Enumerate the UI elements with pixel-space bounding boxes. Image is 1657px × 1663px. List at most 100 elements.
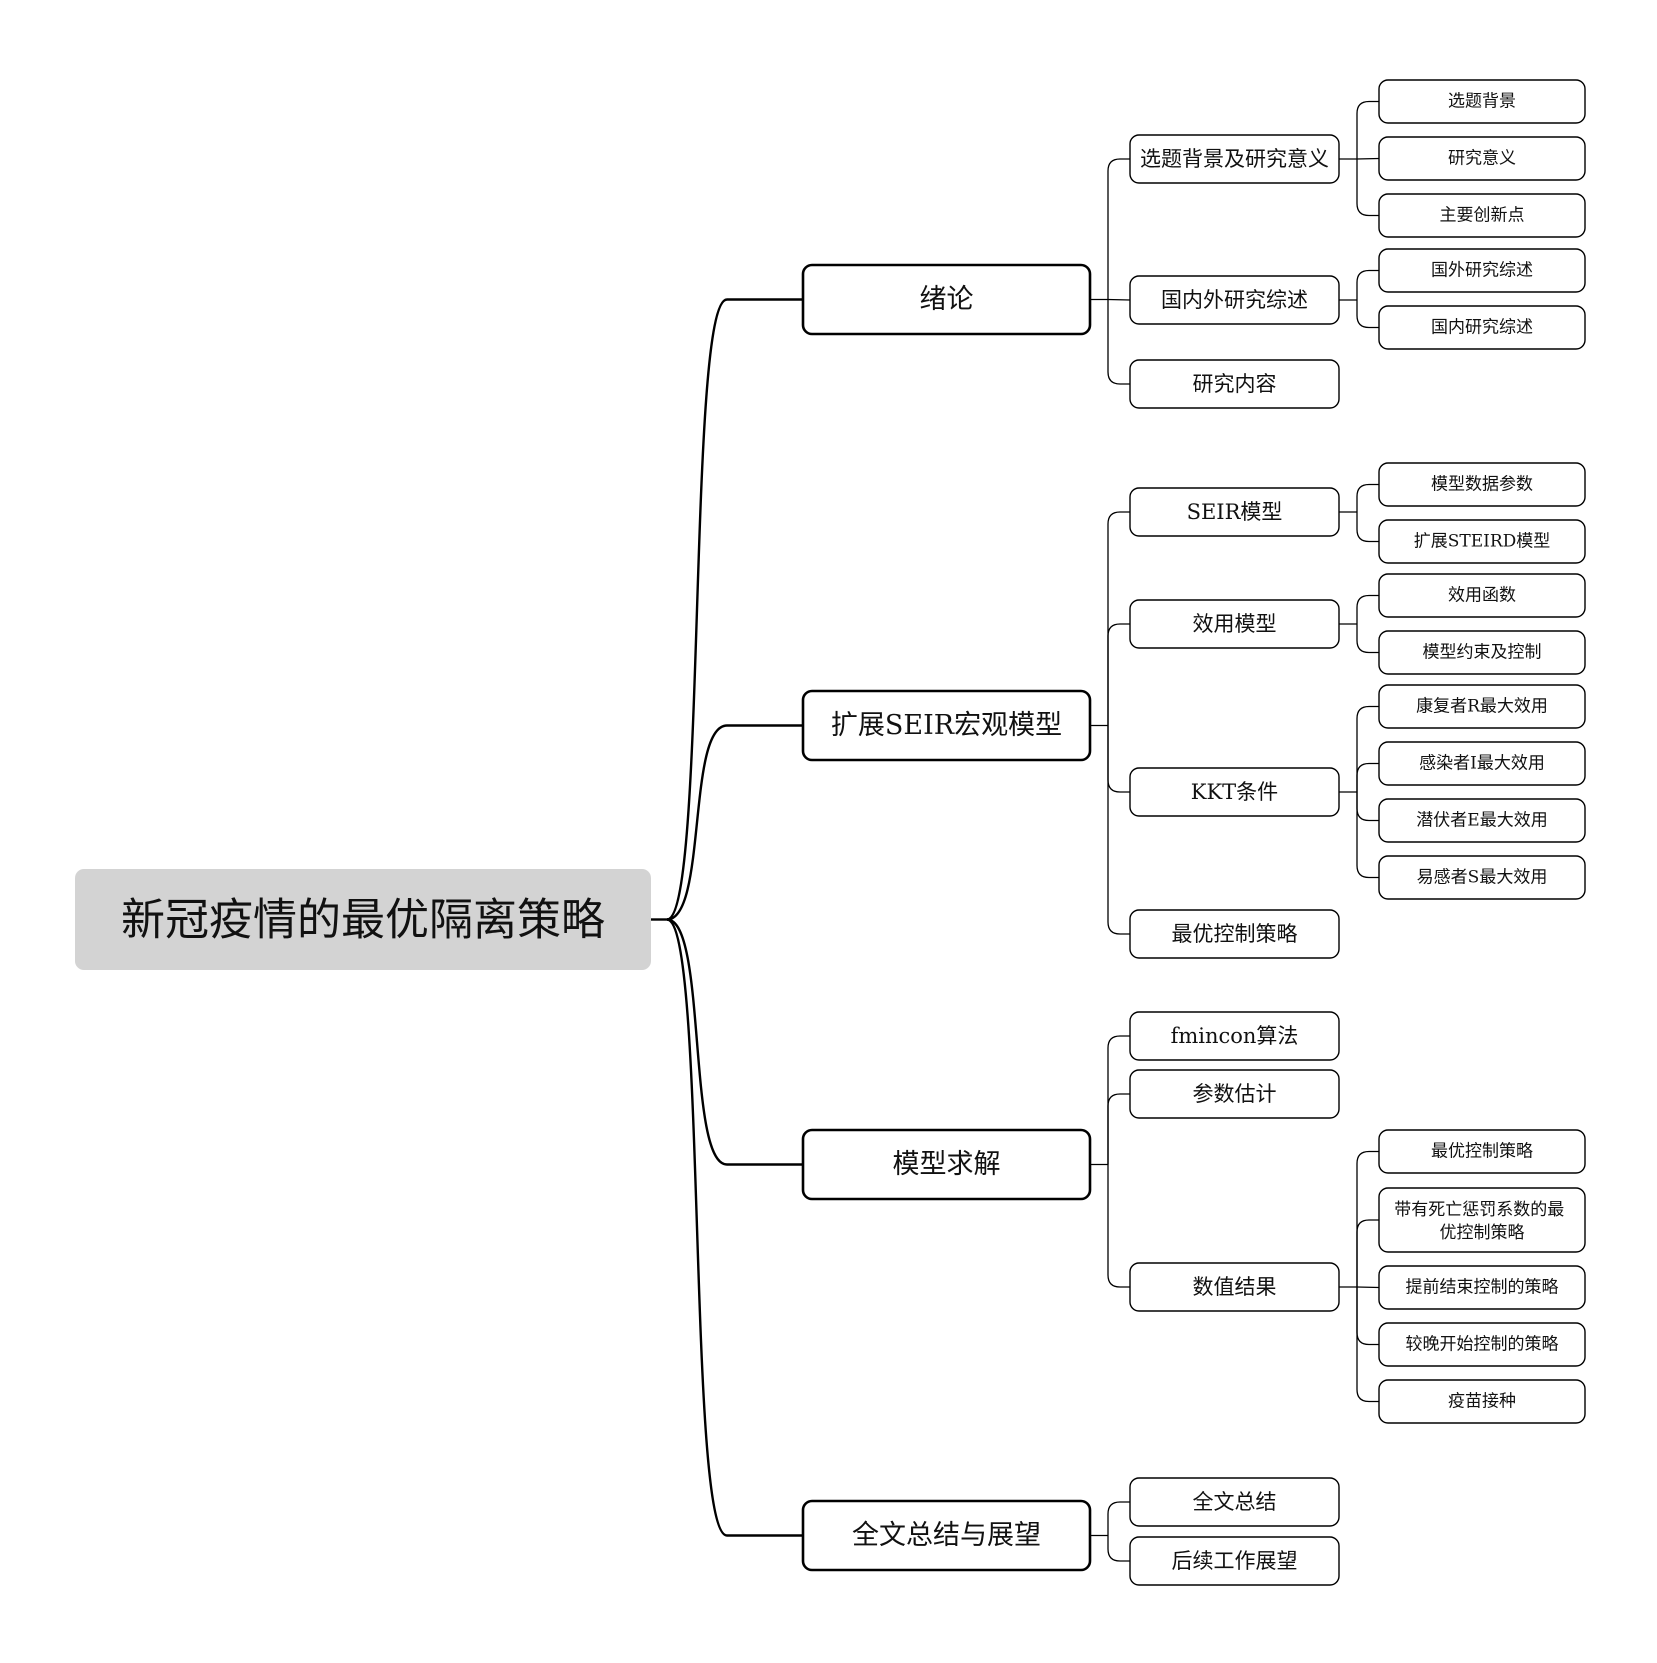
subtopic-node[interactable]: 最优控制策略 [1378,1129,1586,1174]
topic-connector-line [1356,1286,1380,1289]
topic-connector-line [1356,762,1379,792]
topic-connector-line [1356,300,1379,329]
branch-connector-line [1107,623,1130,726]
topic-connector-line [1356,792,1379,879]
branch-connector-line [1107,725,1130,793]
topic-label: KKT条件 [1191,780,1278,804]
subtopic-node[interactable]: 选题背景 [1378,79,1586,124]
branch-label: 模型求解 [893,1149,1001,1180]
subtopic-label: 最优控制策略 [1431,1142,1533,1162]
connector-lines [651,100,1380,1562]
branch-connector-line [1107,1035,1130,1165]
subtopic-label-line: 带有死亡惩罚系数的最 [1394,1200,1564,1220]
subtopic-label: 选题背景 [1448,92,1516,112]
topic-node[interactable]: 数值结果 [1129,1262,1340,1312]
subtopic-label: 疫苗接种 [1448,1392,1516,1412]
branch-intro[interactable]: 绪论 [801,263,1092,336]
subtopic-node[interactable]: 效用函数 [1378,573,1586,618]
branch-connector-line [1107,1535,1130,1562]
subtopic-label: 带有死亡惩罚系数的最 优控制策略 [1394,1195,1569,1243]
subtopic-node[interactable]: 模型约束及控制 [1378,630,1586,675]
subtopic-label: 效用函数 [1448,586,1516,606]
branch-connector-line [1107,299,1130,385]
topic-node[interactable]: 选题背景及研究意义 [1129,134,1340,184]
topic-connector-line [1356,1287,1379,1346]
subtopic-label: 易感者S最大效用 [1417,868,1548,888]
topic-node[interactable]: 参数估计 [1129,1069,1340,1119]
branch-connector-line [1107,1164,1130,1288]
root-connector-line [666,298,803,921]
branch-connector-line [1107,1501,1130,1536]
topic-label: 国内外研究综述 [1161,288,1308,312]
topic-node[interactable]: 全文总结 [1129,1477,1340,1527]
subtopic-node[interactable]: 国外研究综述 [1378,248,1586,293]
topic-label: 选题背景及研究意义 [1140,147,1329,171]
topic-label: SEIR模型 [1187,500,1283,524]
branch-connector-line [1107,1093,1130,1165]
topic-connector-line [1356,1287,1379,1403]
subtopic-label: 感染者I最大效用 [1419,754,1545,774]
branch-label: 全文总结与展望 [852,1520,1041,1551]
topic-connector-line [1356,705,1379,792]
topic-label: 最优控制策略 [1172,922,1298,946]
topic-connector-line [1356,483,1379,512]
subtopic-node[interactable]: 研究意义 [1378,136,1586,181]
branch-label: 扩展SEIR宏观模型 [831,710,1062,741]
topic-label: 数值结果 [1193,1275,1277,1299]
subtopic-label: 模型约束及控制 [1423,643,1542,663]
branch-connector-line [1107,158,1130,300]
topic-node[interactable]: KKT条件 [1129,767,1340,817]
branch-seir-model[interactable]: 扩展SEIR宏观模型 [801,689,1092,762]
topic-node[interactable]: 国内外研究综述 [1129,275,1340,325]
topic-connector-line [1356,792,1379,822]
subtopic-node[interactable]: 康复者R最大效用 [1378,684,1586,729]
subtopic-node[interactable]: 扩展STEIRD模型 [1378,519,1586,564]
subtopic-label: 国内研究综述 [1431,318,1533,338]
subtopic-label-line: 优控制策略 [1440,1223,1525,1243]
root-node[interactable]: 新冠疫情的最优隔离策略 [75,869,651,970]
subtopic-label: 较晚开始控制的策略 [1406,1335,1559,1355]
topic-label: 研究内容 [1193,372,1277,396]
topic-node[interactable]: SEIR模型 [1129,487,1340,537]
subtopic-label: 模型数据参数 [1431,475,1533,495]
subtopic-label: 主要创新点 [1440,206,1525,226]
subtopic-node[interactable]: 带有死亡惩罚系数的最 优控制策略 [1378,1187,1586,1253]
topic-label: fmincon算法 [1171,1024,1299,1048]
root-label: 新冠疫情的最优隔离策略 [121,895,605,946]
subtopic-label: 康复者R最大效用 [1416,697,1548,717]
branch-label: 绪论 [920,284,974,315]
branch-summary[interactable]: 全文总结与展望 [801,1499,1092,1572]
topic-label: 参数估计 [1193,1082,1277,1106]
topic-connector-line [1356,159,1379,217]
subtopic-node[interactable]: 主要创新点 [1378,193,1586,238]
subtopic-node[interactable]: 提前结束控制的策略 [1378,1265,1586,1310]
topic-connector-line [1356,157,1380,160]
subtopic-node[interactable]: 感染者I最大效用 [1378,741,1586,786]
subtopic-label: 潜伏者E最大效用 [1416,811,1547,831]
subtopic-node[interactable]: 易感者S最大效用 [1378,855,1586,900]
topic-node[interactable]: 效用模型 [1129,599,1340,649]
topic-connector-line [1356,1150,1379,1287]
topic-node[interactable]: 最优控制策略 [1129,909,1340,959]
subtopic-node[interactable]: 较晚开始控制的策略 [1378,1322,1586,1367]
subtopic-node[interactable]: 模型数据参数 [1378,462,1586,507]
branch-connector-line [1107,511,1130,726]
subtopic-label: 研究意义 [1448,149,1516,169]
topic-connector-line [1356,624,1379,654]
subtopic-node[interactable]: 国内研究综述 [1378,305,1586,350]
topic-node[interactable]: fmincon算法 [1129,1011,1340,1061]
branch-model-solving[interactable]: 模型求解 [801,1128,1092,1201]
topic-label: 后续工作展望 [1172,1549,1298,1573]
root-connector-line [666,918,803,1166]
topic-connector-line [1356,100,1379,159]
topic-node[interactable]: 研究内容 [1129,359,1340,409]
subtopic-node[interactable]: 潜伏者E最大效用 [1378,798,1586,843]
branch-connector-line [1107,298,1131,301]
topic-connector-line [1356,512,1379,543]
topic-node[interactable]: 后续工作展望 [1129,1536,1340,1586]
topic-label: 效用模型 [1193,612,1277,636]
branch-connector-line [1107,725,1130,935]
subtopic-label: 提前结束控制的策略 [1406,1278,1559,1298]
subtopic-node[interactable]: 疫苗接种 [1378,1379,1586,1424]
